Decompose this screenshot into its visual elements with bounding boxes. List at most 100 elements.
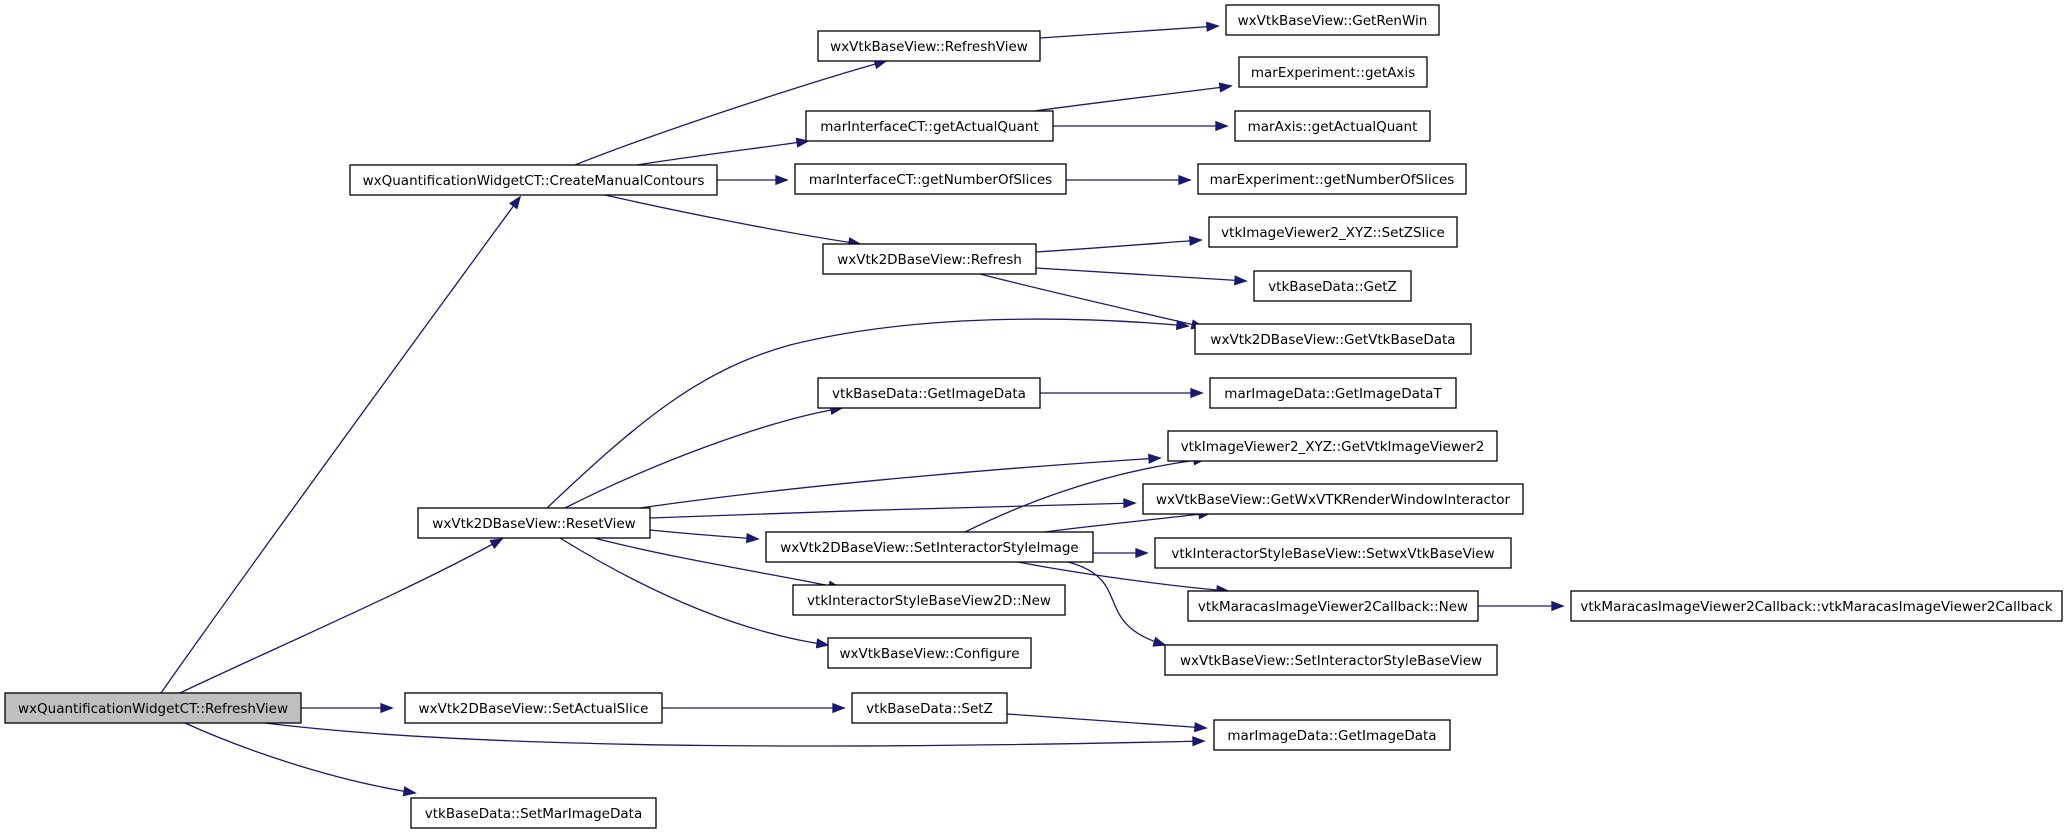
edge-line — [979, 273, 1204, 328]
graph-node-refresh2d[interactable]: wxVtk2DBaseView::Refresh — [822, 243, 1037, 275]
node-label: marExperiment::getAxis — [1251, 65, 1415, 81]
edge-resetview-to-getvtkimageviewer2 — [639, 453, 1162, 509]
node-box — [1238, 56, 1428, 88]
graph-node-resetview[interactable]: wxVtk2DBaseView::ResetView — [417, 507, 651, 539]
graph-node-maracasctor[interactable]: vtkMaracasImageViewer2Callback::vtkMarac… — [1570, 590, 2063, 622]
arrow-head-icon — [1178, 174, 1192, 186]
arrow-head-icon — [746, 533, 760, 544]
graph-node-getvtkimageviewer2[interactable]: vtkImageViewer2_XYZ::GetVtkImageViewer2 — [1167, 430, 1498, 462]
node-label: wxQuantificationWidgetCT::RefreshView — [18, 701, 288, 717]
graph-node-axisgetactualquant[interactable]: marAxis::getActualQuant — [1234, 110, 1431, 142]
arrow-head-icon — [1192, 736, 1206, 747]
edge-line — [1035, 239, 1202, 253]
graph-node-getactualquant[interactable]: marInterfaceCT::getActualQuant — [805, 110, 1054, 142]
node-box — [794, 163, 1067, 195]
node-label: marInterfaceCT::getActualQuant — [820, 119, 1038, 135]
node-box — [4, 692, 302, 724]
edge-resetview-to-setinteractorstyleimage — [649, 529, 760, 544]
arrow-head-icon — [1234, 275, 1248, 286]
edge-root-to-setactualslice — [301, 702, 394, 714]
graph-node-setzslice[interactable]: vtkImageViewer2_XYZ::SetZSlice — [1208, 216, 1458, 248]
edge-line — [179, 538, 503, 694]
edge-line — [964, 458, 1206, 533]
graph-node-cmc[interactable]: wxQuantificationWidgetCT::CreateManualCo… — [349, 164, 718, 196]
node-box — [1194, 323, 1472, 355]
edge-setactualslice-to-setz — [662, 702, 846, 714]
edge-line — [564, 407, 843, 509]
node-box — [417, 507, 651, 539]
edge-cmc-to-getactualquant — [636, 137, 810, 166]
node-label: vtkBaseData::GetZ — [1268, 279, 1397, 295]
node-box — [1234, 110, 1431, 142]
edge-line — [184, 722, 416, 794]
graph-node-configure[interactable]: wxVtkBaseView::Configure — [827, 637, 1032, 669]
edge-resetview-to-getwxvtkrwi — [649, 498, 1137, 519]
edge-maracasnew-to-maracasctor — [1478, 600, 1565, 612]
node-label: wxVtkBaseView::Configure — [839, 646, 1019, 662]
graph-node-getwxvtkrwi[interactable]: wxVtkBaseView::GetWxVTKRenderWindowInter… — [1142, 483, 1524, 515]
node-box — [805, 110, 1054, 142]
edge-line — [639, 457, 1161, 509]
graph-node-setz[interactable]: vtkBaseData::SetZ — [851, 692, 1008, 724]
arrow-head-icon — [1218, 82, 1233, 93]
arrow-head-icon — [775, 174, 789, 186]
edge-root-to-marimagedatagetimagedata — [264, 722, 1206, 747]
node-label: wxVtkBaseView::SetInteractorStyleBaseVie… — [1180, 653, 1482, 669]
node-label: vtkInteractorStyleBaseView::SetwxVtkBase… — [1171, 546, 1494, 562]
edge-root-to-resetview — [179, 538, 504, 694]
node-box — [1570, 590, 2063, 622]
node-label: vtkImageViewer2_XYZ::SetZSlice — [1221, 225, 1445, 241]
graph-node-getnumberofslices[interactable]: marInterfaceCT::getNumberOfSlices — [794, 163, 1067, 195]
node-box — [817, 377, 1041, 409]
edge-line — [636, 140, 809, 166]
graph-node-refreshview[interactable]: wxVtkBaseView::RefreshView — [817, 30, 1041, 62]
node-label: vtkBaseData::GetImageData — [832, 386, 1026, 402]
edge-line — [1017, 561, 1229, 592]
edge-line — [1044, 512, 1211, 533]
graph-node-maracasnew[interactable]: vtkMaracasImageViewer2Callback::New — [1187, 590, 1479, 622]
node-label: wxVtkBaseView::RefreshView — [830, 39, 1028, 55]
arrow-head-icon — [815, 638, 830, 649]
node-label: wxVtk2DBaseView::SetInteractorStyleImage — [780, 540, 1078, 556]
graph-node-interactornew[interactable]: vtkInteractorStyleBaseView2D::New — [792, 584, 1066, 616]
edge-root-to-setmarimagedata — [184, 722, 417, 797]
graph-node-setwxvtkbaseview[interactable]: vtkInteractorStyleBaseView::SetwxVtkBase… — [1154, 537, 1512, 569]
graph-node-setmarimagedata[interactable]: vtkBaseData::SetMarImageData — [410, 797, 657, 829]
arrow-head-icon — [1194, 722, 1208, 733]
graph-node-getrenwin[interactable]: wxVtkBaseView::GetRenWin — [1225, 4, 1440, 36]
edge-line — [1035, 267, 1247, 282]
node-label: marAxis::getActualQuant — [1248, 119, 1418, 135]
graph-node-setactualslice[interactable]: wxVtk2DBaseView::SetActualSlice — [404, 692, 663, 724]
node-box — [349, 164, 718, 196]
node-box — [792, 584, 1066, 616]
edge-line — [1039, 25, 1219, 39]
graph-node-marimagedatagetimagedata[interactable]: marImageData::GetImageData — [1213, 719, 1451, 751]
edge-line — [559, 537, 829, 646]
edge-line — [649, 529, 759, 540]
graph-node-getz[interactable]: vtkBaseData::GetZ — [1253, 270, 1412, 302]
nodes-layer: wxQuantificationWidgetCT::RefreshView wxQ… — [4, 4, 2063, 829]
arrow-head-icon — [1206, 21, 1220, 32]
node-box — [1197, 163, 1467, 195]
arrow-head-icon — [1190, 387, 1204, 399]
graph-node-getvtkbasedata[interactable]: wxVtk2DBaseView::GetVtkBaseData — [1194, 323, 1472, 355]
edge-line — [574, 60, 887, 166]
edge-cmc-to-refresh2d — [604, 194, 862, 248]
edge-line — [160, 196, 521, 694]
graph-node-setinteractorstyleimage[interactable]: wxVtk2DBaseView::SetInteractorStyleImage — [765, 531, 1094, 563]
graph-node-expgetnumberofslices[interactable]: marExperiment::getNumberOfSlices — [1197, 163, 1467, 195]
node-box — [1225, 4, 1440, 36]
edge-getactualquant-to-axisgetactualquant — [1053, 120, 1229, 132]
node-box — [851, 692, 1008, 724]
graph-node-setinteractorstylebaseview[interactable]: wxVtkBaseView::SetInteractorStyleBaseVie… — [1164, 644, 1498, 676]
node-label: marExperiment::getNumberOfSlices — [1210, 172, 1455, 188]
node-box — [1154, 537, 1512, 569]
graph-node-getimagedata[interactable]: vtkBaseData::GetImageData — [817, 377, 1041, 409]
arrow-head-icon — [1189, 235, 1203, 246]
graph-node-getimagedatat[interactable]: marImageData::GetImageDataT — [1209, 377, 1457, 409]
edge-resetview-to-getvtkbasedata — [546, 318, 1190, 509]
edge-refreshview-to-getrenwin — [1039, 21, 1220, 39]
graph-node-expgetaxis[interactable]: marExperiment::getAxis — [1238, 56, 1428, 88]
node-box — [404, 692, 663, 724]
